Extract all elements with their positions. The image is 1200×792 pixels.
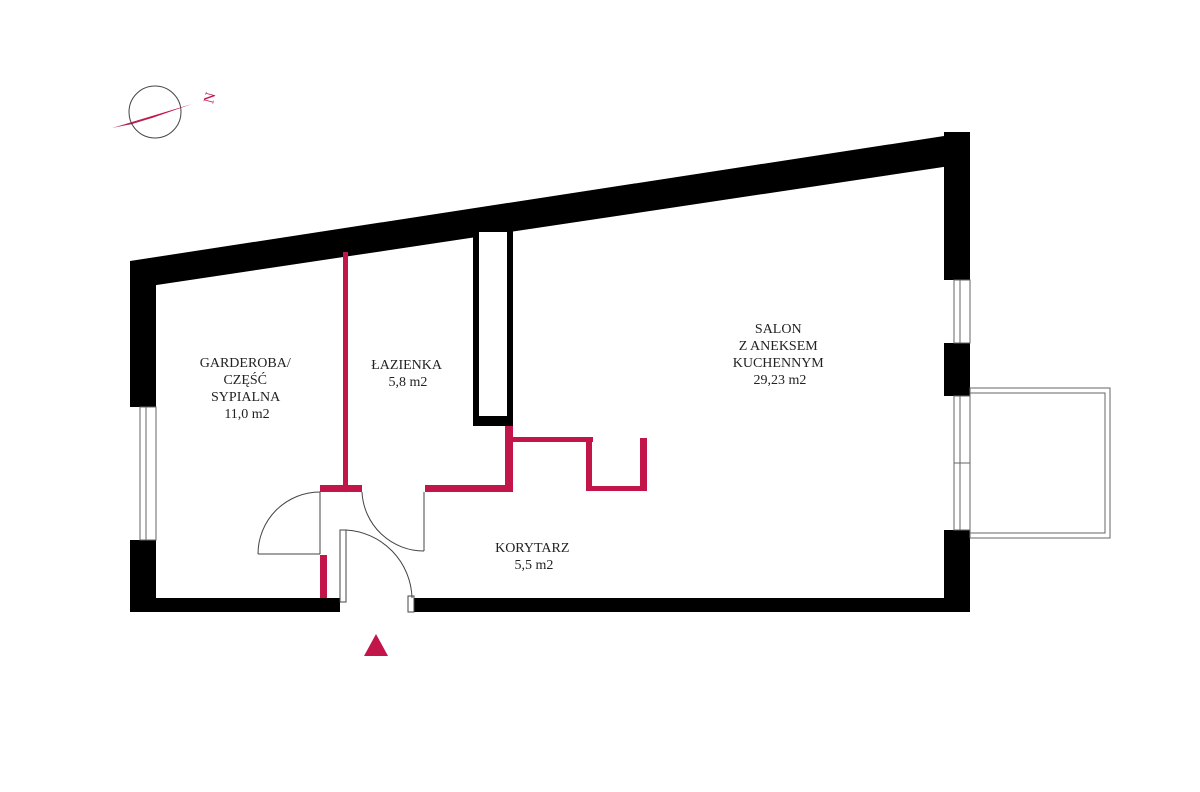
- partition-kitchen-step: [586, 437, 592, 491]
- room-label-line: Z ANEKSEM: [739, 339, 819, 354]
- balcony-inner: [969, 392, 1106, 534]
- compass-north-letter: N: [201, 91, 219, 106]
- room-label-corridor: KORYTARZ 5,5 m2: [495, 541, 573, 573]
- door-entrance[interactable]: [339, 529, 415, 613]
- partition-wardrobe-bathroom: [343, 252, 348, 492]
- door-bathroom-swing: [361, 491, 425, 552]
- balcony-outer: [969, 387, 1111, 539]
- partition-kitchen-top: [513, 437, 593, 442]
- ventilation-shaft-inner: [479, 232, 507, 416]
- partition-wardrobe-door-frame: [320, 485, 362, 492]
- compass-needle-shadow: [112, 118, 152, 128]
- doors: [257, 491, 425, 613]
- window-right-upper: [953, 279, 971, 344]
- room-label-line: SALON: [755, 322, 802, 337]
- window-left: [139, 406, 157, 541]
- partition-kitchen-bottom: [586, 486, 647, 491]
- windows: [139, 279, 971, 541]
- room-label-bathroom: ŁAZIENKA 5,8 m2: [371, 358, 445, 390]
- outer-wall-right-middle: [944, 343, 970, 396]
- partition-wardrobe-stub: [320, 555, 327, 598]
- outer-wall-bottom-left: [130, 598, 340, 612]
- room-label-line: GARDEROBA/: [200, 356, 291, 371]
- partition-walls: [320, 252, 647, 598]
- outer-wall-bottom-right: [414, 598, 970, 612]
- entrance-triangle-icon: [364, 634, 388, 656]
- partition-kitchen-right: [640, 438, 647, 491]
- door-entrance-jamb: [407, 595, 415, 613]
- outer-walls: [130, 132, 970, 612]
- compass-circle: [128, 85, 182, 139]
- door-wardrobe-swing: [257, 491, 321, 555]
- door-bathroom[interactable]: [361, 491, 425, 552]
- room-label-line: 5,5 m2: [515, 558, 554, 573]
- room-label-line: 11,0 m2: [224, 407, 269, 422]
- compass-rose-icon: N: [112, 85, 220, 139]
- partition-bathroom-vertical: [505, 426, 513, 492]
- room-label-line: 29,23 m2: [754, 373, 807, 388]
- room-label-line: KORYTARZ: [495, 541, 569, 556]
- partition-bathroom-bottom: [425, 485, 513, 492]
- door-wardrobe[interactable]: [257, 491, 321, 555]
- door-entrance-swing: [345, 529, 413, 599]
- outer-wall-left-upper: [130, 261, 156, 407]
- room-label-line: KUCHENNYM: [733, 356, 825, 371]
- room-label-wardrobe: GARDEROBA/ CZĘŚĆ SYPIALNA 11,0 m2: [200, 356, 295, 422]
- balcony: [969, 387, 1111, 539]
- compass-needle: [112, 104, 192, 128]
- outer-wall-right-top: [944, 132, 970, 280]
- room-label-line: SYPIALNA: [211, 390, 281, 405]
- room-label-line: ŁAZIENKA: [371, 358, 443, 373]
- outer-wall-top: [130, 132, 970, 289]
- door-entrance-leaf: [339, 529, 347, 603]
- room-label-line: 5,8 m2: [389, 375, 428, 390]
- room-label-living-room: SALON Z ANEKSEM KUCHENNYM 29,23 m2: [733, 322, 828, 388]
- room-label-line: CZĘŚĆ: [223, 371, 267, 388]
